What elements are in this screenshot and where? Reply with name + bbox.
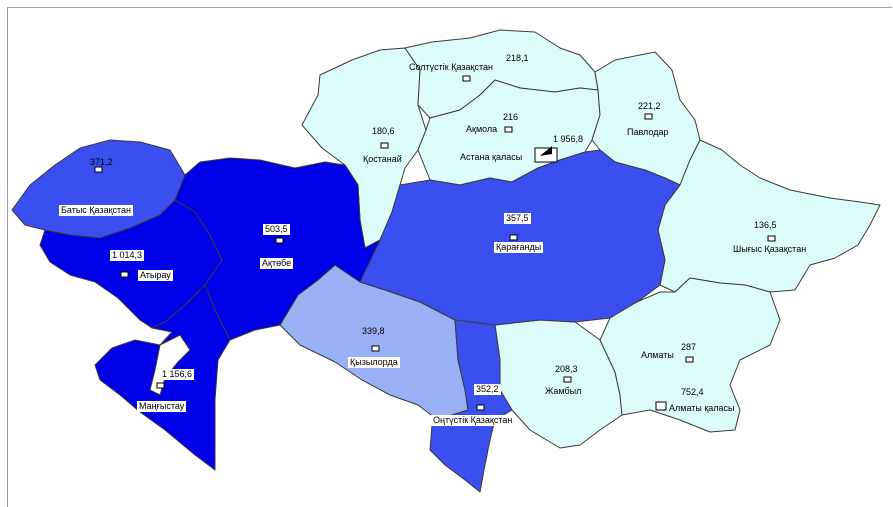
marker-south-icon <box>476 404 485 411</box>
label-karaganda-name: Қарағанды <box>494 242 544 253</box>
marker-almaty-city-icon <box>655 401 667 411</box>
label-almaty-city-value: 752,4 <box>681 387 704 397</box>
astana-flag-icon <box>540 146 552 156</box>
frame-border <box>7 7 892 507</box>
marker-north-icon <box>462 75 471 82</box>
label-west-value: 371,2 <box>90 157 113 167</box>
label-aktobe-value: 503,5 <box>263 224 290 235</box>
label-aktobe-name: Ақтөбе <box>260 258 294 269</box>
label-akmola-name: Ақмола <box>466 124 498 134</box>
label-kostanai-name: Қостанай <box>363 154 402 164</box>
label-pavlodar-value: 221,2 <box>638 101 661 111</box>
label-atyrau-name: Атырау <box>138 270 173 281</box>
label-south-value: 352,2 <box>474 384 501 395</box>
marker-west-icon <box>94 166 103 173</box>
label-kostanai-value: 180,6 <box>372 126 395 136</box>
label-akmola-value: 216 <box>503 112 519 122</box>
marker-kyzylorda-icon <box>371 345 380 352</box>
label-west-name: Батыс Қазақстан <box>59 205 134 216</box>
label-south-name: Оңтүстік Қазақстан <box>431 415 515 426</box>
marker-zhambyl-icon <box>563 376 572 383</box>
label-kyzylorda-value: 339,8 <box>362 326 385 336</box>
label-east-name: Шығыс Қазақстан <box>733 244 807 254</box>
label-zhambyl-name: Жамбыл <box>545 386 582 396</box>
marker-pavlodar-icon <box>644 113 653 120</box>
label-zhambyl-value: 208,3 <box>555 364 578 374</box>
label-mangystau-value: 1 156,6 <box>160 369 195 380</box>
marker-akmola-icon <box>504 126 513 133</box>
marker-east-icon <box>767 235 776 242</box>
marker-atyrau-icon <box>120 271 129 278</box>
label-almaty-city-name: Алматы қаласы <box>669 403 735 413</box>
label-almaty-name: Алматы <box>641 350 674 360</box>
label-kyzylorda-name: Қызылорда <box>348 357 400 368</box>
label-mangystau-name: Маңғыстау <box>137 401 187 412</box>
label-north-value: 218,1 <box>506 53 529 63</box>
marker-almaty-icon <box>685 356 694 363</box>
label-karaganda-value: 357,5 <box>504 213 531 224</box>
label-east-value: 136,5 <box>754 220 777 230</box>
label-astana-name: Астана қаласы <box>460 152 523 162</box>
label-almaty-value: 287 <box>681 342 697 352</box>
region-east[interactable] <box>657 139 881 293</box>
marker-karaganda-icon <box>509 234 518 241</box>
label-pavlodar-name: Павлодар <box>627 127 669 137</box>
region-almaty[interactable] <box>599 277 781 433</box>
marker-mangystau-icon <box>156 382 165 389</box>
marker-aktobe-icon <box>275 237 284 244</box>
label-north-name: Солтүстік Қазақстан <box>409 62 493 72</box>
marker-kostanai-icon <box>380 142 389 149</box>
label-astana-value: 1 956,8 <box>553 134 584 144</box>
label-atyrau-value: 1 014,3 <box>110 250 145 261</box>
